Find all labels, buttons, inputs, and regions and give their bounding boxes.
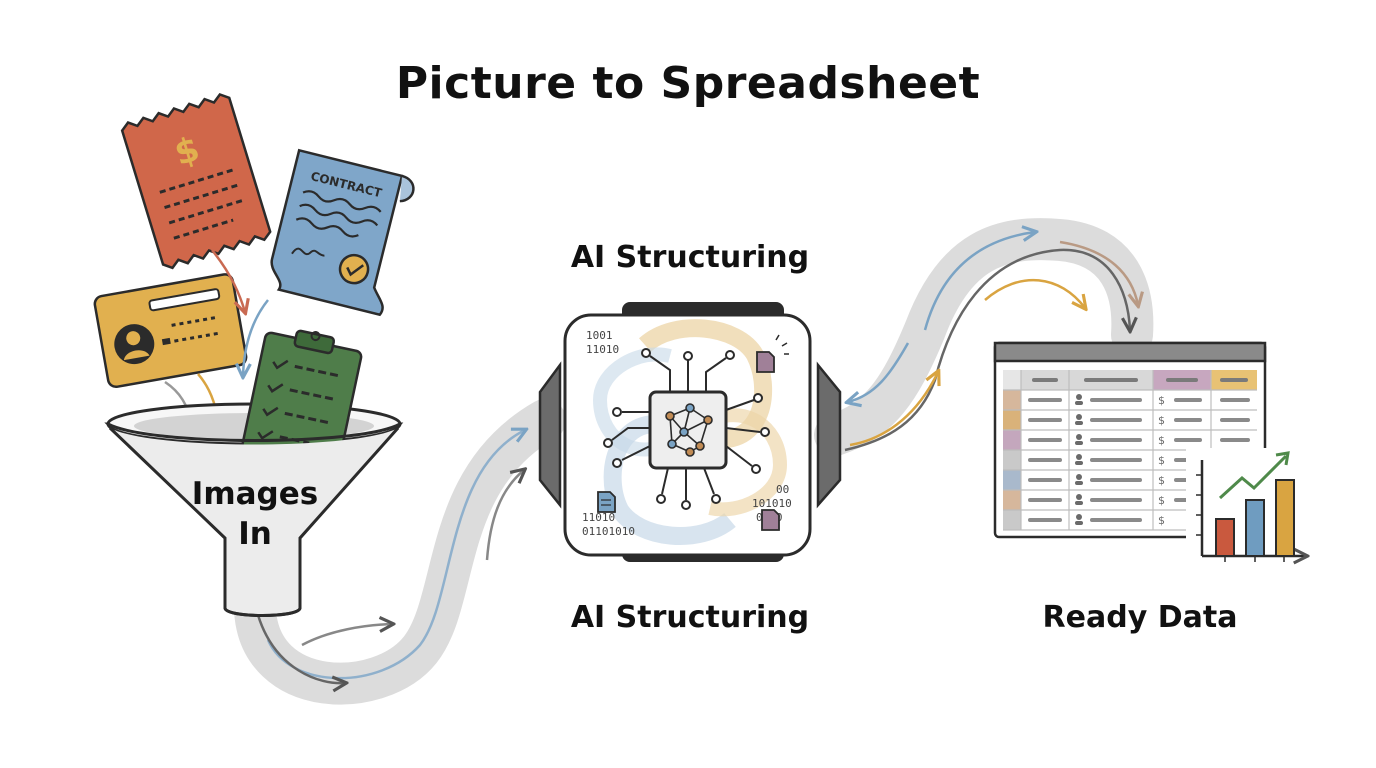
stage-label-images-line1: Images: [191, 476, 319, 512]
currency-icon: $: [1158, 414, 1165, 427]
stage-label-images-line2: In: [238, 516, 272, 552]
currency-icon: $: [1158, 394, 1165, 407]
binary-text: 11010: [582, 511, 615, 524]
document-icon: [597, 491, 616, 513]
currency-icon: $: [1158, 494, 1165, 507]
receipt-icon: $: [120, 92, 272, 270]
ai-device: 1001 11010 11010 01101010 00 101010 0110: [538, 302, 842, 562]
currency-icon: $: [1158, 454, 1165, 467]
document-icon: [756, 334, 789, 373]
stage-label-ready-data: Ready Data: [1042, 600, 1238, 635]
neural-network-icon: [665, 403, 713, 457]
person-icon: [1075, 394, 1083, 525]
binary-text: 11010: [586, 343, 619, 356]
stage-label-ai-top: AI Structuring: [570, 240, 810, 275]
binary-text: 101010: [752, 497, 792, 510]
currency-icon: $: [1158, 514, 1165, 527]
currency-icon: $: [1158, 474, 1165, 487]
binary-text: 01101010: [582, 525, 635, 538]
binary-text: 1001: [586, 329, 613, 342]
funnel-front: [110, 428, 398, 538]
contract-icon: CONTRACT: [270, 148, 415, 317]
funnel-rim: [107, 422, 401, 442]
stage-label-ai-bottom: AI Structuring: [570, 600, 810, 635]
stage-label-images-in: Images In: [150, 474, 360, 554]
bar-chart-icon: [1186, 448, 1314, 570]
funnel-outline: [108, 426, 400, 617]
flow-ribbon-left: [234, 399, 566, 705]
binary-text: 00: [776, 483, 789, 496]
flow-ribbon-right: [814, 218, 1154, 456]
arrow-contract: [243, 299, 269, 376]
document-icon: [761, 509, 780, 531]
page-title: Picture to Spreadsheet: [395, 58, 981, 109]
id-card-icon: [93, 273, 248, 389]
currency-icon: $: [1158, 434, 1165, 447]
arrow-receipt: [211, 249, 245, 312]
